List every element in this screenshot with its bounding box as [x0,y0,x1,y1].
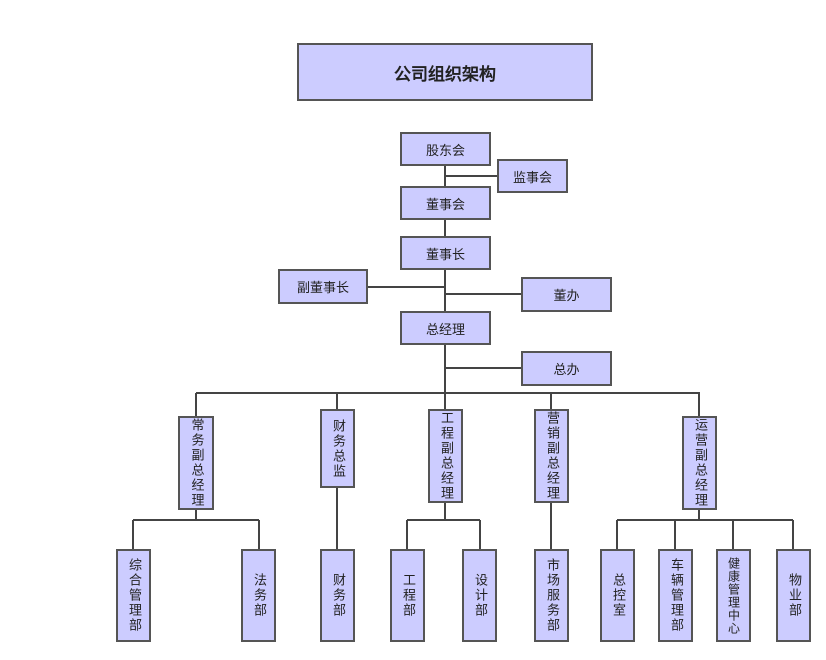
node-label: 市场服务部 [544,558,559,633]
node-label: 财务部 [330,573,345,618]
node-market-dept: 市场服务部 [534,549,569,642]
title-box: 公司组织架构 [297,43,593,101]
node-label: 常务副总经理 [188,418,204,508]
node-exec-vp: 常务副总经理 [178,416,214,510]
node-label: 法务部 [251,573,266,618]
node-label: 董事会 [425,197,465,213]
node-chairman: 董事长 [400,236,491,270]
node-label: 运营副总经理 [692,418,707,508]
node-label: 董事长 [425,247,465,263]
node-legal-dept: 法务部 [241,549,276,642]
node-label: 总办 [553,363,580,378]
node-mkt-vp: 营销副总经理 [534,409,569,503]
node-gm: 总经理 [400,311,491,345]
node-vehicle-dept: 车辆管理部 [658,549,693,642]
node-admin-dept: 综合管理部 [116,549,151,642]
node-label: 车辆管理部 [668,558,683,633]
node-label: 工程部 [400,573,415,618]
node-label: 工程副总经理 [438,411,453,501]
node-label: 总控室 [610,573,625,618]
node-label: 物业部 [786,573,801,618]
node-health-center: 健康管理中心 [716,549,751,642]
node-label: 总经理 [425,322,465,338]
node-eng-dept: 工程部 [390,549,425,642]
node-supervisors: 监事会 [497,159,568,193]
node-cfo: 财务总监 [320,409,355,488]
node-board-office: 董办 [521,277,612,312]
chart-title: 公司组织架构 [394,64,496,85]
node-property-dept: 物业部 [776,549,811,642]
node-vice-chairman: 副董事长 [278,269,368,304]
node-eng-vp: 工程副总经理 [428,409,463,503]
node-ops-vp: 运营副总经理 [682,416,717,510]
node-label: 副董事长 [296,281,349,296]
node-shareholders: 股东会 [400,132,491,166]
node-label: 综合管理部 [126,558,141,633]
node-label: 股东会 [425,143,465,159]
node-label: 董办 [553,289,580,304]
node-finance-dept: 财务部 [320,549,355,642]
node-label: 财务总监 [330,418,345,479]
node-control-room: 总控室 [600,549,635,642]
node-label: 健康管理中心 [726,556,741,635]
node-label: 监事会 [512,170,552,186]
node-label: 营销副总经理 [544,411,559,501]
node-label: 设计部 [472,573,487,618]
node-board: 董事会 [400,186,491,220]
node-design-dept: 设计部 [462,549,497,642]
node-gm-office: 总办 [521,351,612,386]
